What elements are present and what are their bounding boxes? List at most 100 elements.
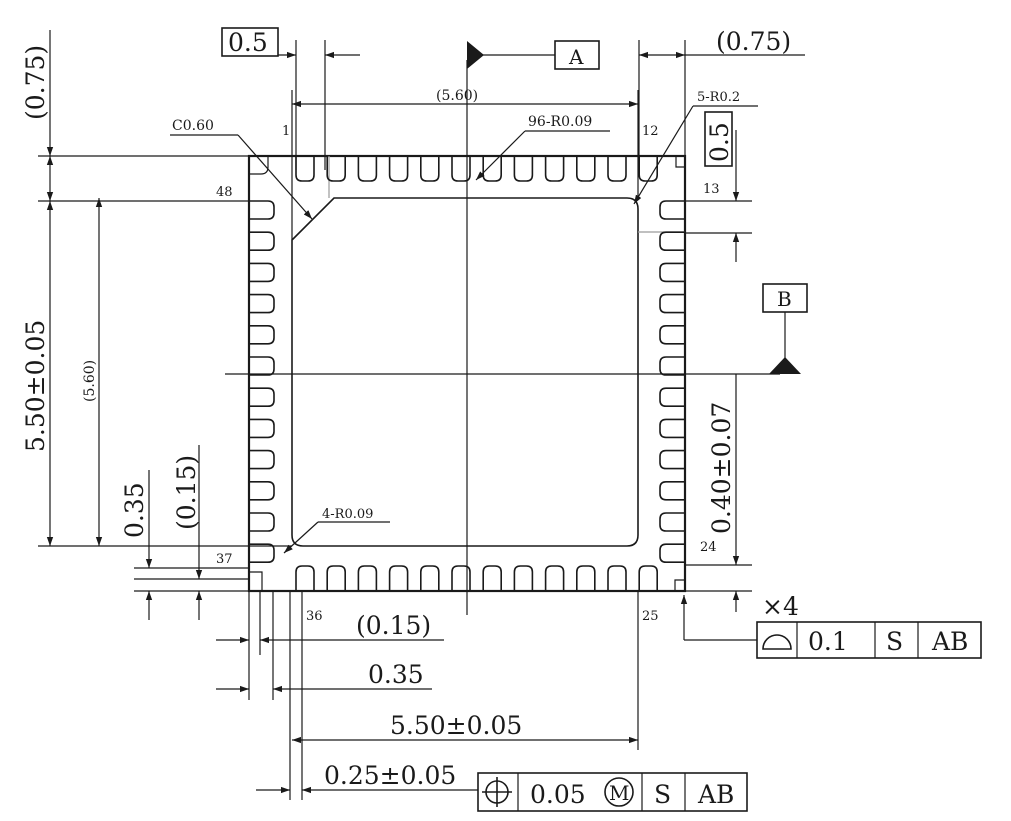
lead-radius-leader [475,130,526,181]
pitch-box [221,27,279,57]
lead-top [482,156,502,182]
lead-top [451,156,471,182]
lead-right [659,293,685,314]
position-fcf-datum: AB [697,780,734,809]
lead-top [513,156,534,182]
surface-profile-icon [762,634,792,650]
lead-top [576,156,596,182]
lead-bottom [420,565,440,591]
pad-width-tol-label: 5.50±0.05 [390,711,522,740]
lead-right [659,449,685,470]
lead-right [659,231,685,251]
pin-13-label: 13 [703,182,720,197]
corner-tab-tl [249,155,269,175]
pin-48-label: 48 [216,185,233,200]
corner-tab-tr [675,155,685,168]
corner-radius4-leader [283,521,319,554]
lead-left [249,293,275,314]
position-fcf-mmc: M [609,781,629,805]
lead-bottom [357,565,378,591]
lead-top [420,156,440,182]
pin-25-label: 25 [642,609,659,624]
lead-group [249,156,685,591]
lead-left [249,356,275,376]
datum-a-triangle [467,41,484,69]
pin-1-label: 1 [282,124,290,139]
lead-width-label: 0.25±0.05 [324,761,456,790]
lead-bottom [607,565,627,591]
repeat-label: ×4 [762,592,799,621]
lead-right [659,387,685,407]
lead-right [659,543,685,563]
lead-right [659,262,685,283]
profile-fcf-mod: S [886,627,903,656]
lead-right [659,481,685,501]
lead-right [659,325,685,345]
position-icon [482,777,512,807]
lead-bottom [513,565,534,591]
datum-a-label: A [568,45,584,69]
edge-label-tr: (0.75) [716,27,791,56]
lead-length-label: 0.40±0.07 [707,402,736,534]
lead-right [659,418,685,439]
pitch-right-box [704,111,733,167]
lead-left [249,418,275,439]
lead-bottom [482,565,502,591]
chamfer-label: C0.60 [172,118,214,134]
lead-bottom [638,565,658,591]
pin-37-label: 37 [216,552,233,567]
pitch-right-label: 0.5 [705,122,734,162]
profile-fcf-value: 0.1 [808,627,848,656]
pad-width-ref-label: (5.60) [436,88,478,104]
datum-b-box [762,283,808,313]
corner-radius5-leader [633,105,694,205]
lead-left [249,387,275,407]
lead-bottom [451,565,471,591]
lead-top [326,156,346,182]
lead-bottom [388,565,409,591]
lead-right [659,512,685,532]
lead-left [249,512,275,532]
pin-12-label: 12 [642,124,659,139]
profile-fcf: 0.1 S AB [756,621,982,659]
corner-tab-bl [248,571,263,591]
lead-left [249,325,275,345]
gap015h-label: (0.15) [356,611,431,640]
pad-height-ref-label: (5.60) [82,360,98,402]
lead-left [249,262,275,283]
corner-tab-br [674,579,686,591]
exposed-pad [291,197,639,547]
lead-right [659,356,685,376]
pin-24-label: 24 [700,540,717,555]
lead-left [249,231,275,251]
lead-left [249,449,275,470]
lead-top [607,156,627,182]
edge-label-lt: (0.75) [21,45,50,120]
datum-b-triangle [769,357,801,374]
corner-radius5-label: 5-R0.2 [697,90,740,105]
gap035h-label: 0.35 [368,660,424,689]
lead-left [249,543,275,563]
gap035v-label: 0.35 [120,482,149,538]
mmc-circle [604,777,634,807]
lead-left [249,200,275,220]
position-fcf: 0.05 M S AB [477,772,748,812]
lead-bottom [544,565,565,591]
profile-fcf-datum: AB [931,627,968,656]
gap015v-label: (0.15) [172,455,201,530]
position-fcf-mod: S [654,780,671,809]
corner-radius4-label: 4-R0.09 [322,507,373,522]
lead-top [388,156,409,182]
datum-b-label: B [777,287,792,311]
lead-top [638,156,658,182]
lead-top [295,156,315,182]
lead-right [659,200,685,220]
pad-height-tol-label: 5.50±0.05 [21,320,50,452]
lead-bottom [576,565,596,591]
lead-bottom [326,565,346,591]
datum-a-box [554,40,600,70]
pitch-label: 0.5 [228,28,268,57]
lead-top [544,156,565,182]
